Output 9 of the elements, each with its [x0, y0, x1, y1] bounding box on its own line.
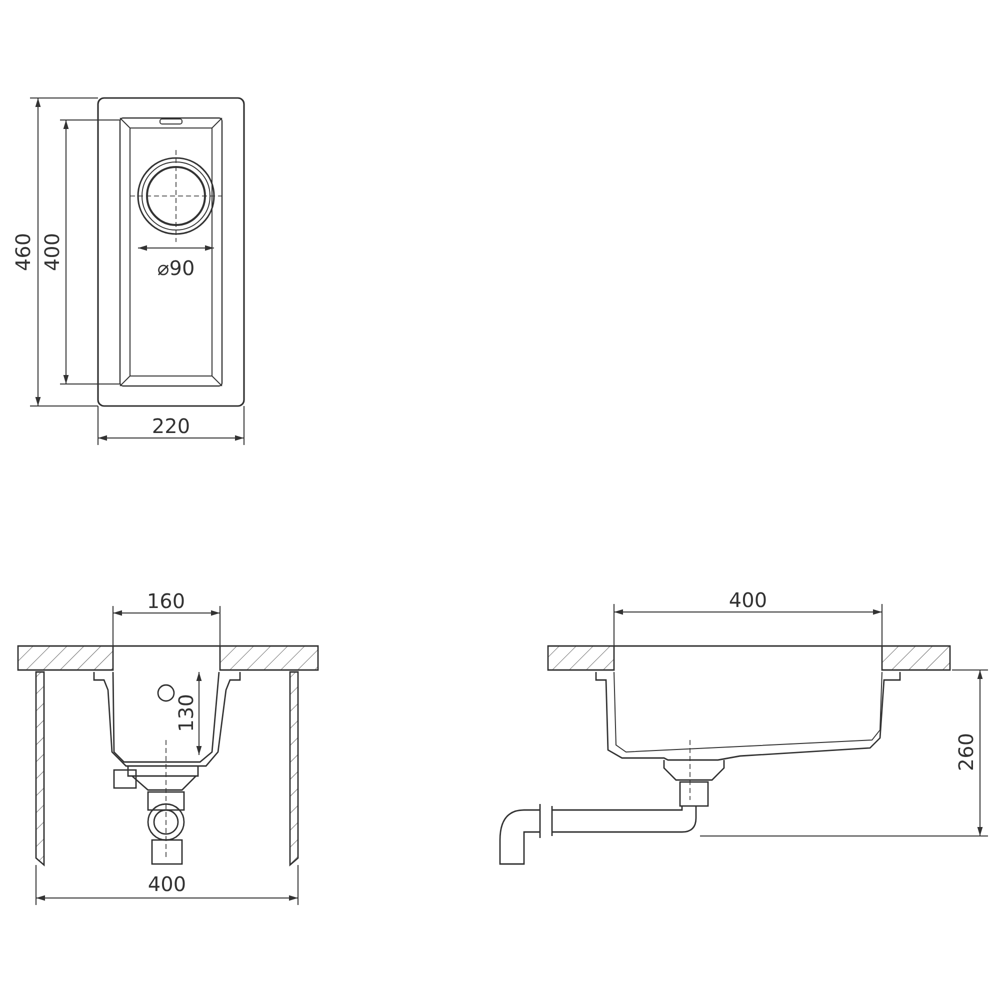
dimension-value: 400: [148, 873, 186, 895]
dimension-value: ⌀90: [157, 257, 195, 279]
dimension-value: 130: [175, 694, 197, 732]
dimension-value: 400: [41, 232, 63, 272]
dimension-value: 460: [12, 232, 34, 272]
dimension-value: 400: [728, 589, 768, 611]
dimension-value: 260: [955, 732, 977, 772]
dimension-value: 160: [146, 590, 186, 612]
dimension-value: 220: [152, 415, 190, 437]
